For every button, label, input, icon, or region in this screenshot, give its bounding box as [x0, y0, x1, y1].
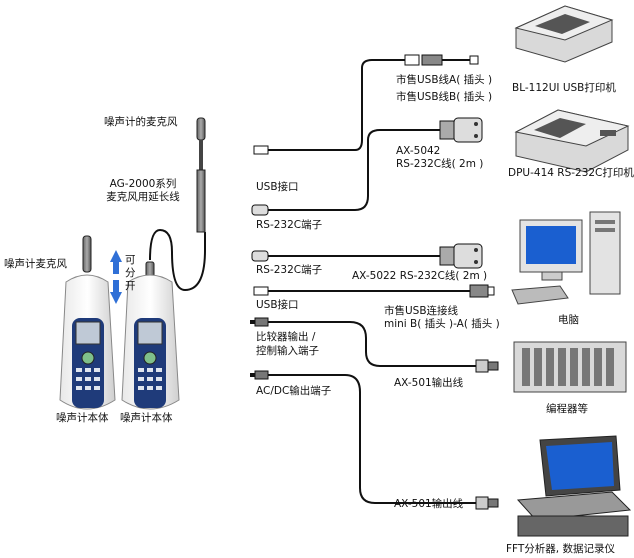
label-port-comp-2: 控制输入端子: [256, 345, 319, 357]
usb-plug-icon: [469, 284, 495, 298]
sound-level-meter-left: [59, 235, 116, 410]
dsub-connector-icon: [439, 117, 483, 143]
label-dev-plc: 编程器等: [546, 403, 588, 415]
label-cable-usb-conn-1: 市售USB连接线: [384, 305, 459, 317]
label-dev-fft: FFT分析器, 数据记录仪: [506, 543, 615, 555]
label-cable-usb-a: 市售USB线A( 插头 ): [396, 74, 493, 86]
bnc-plug-icon: [475, 359, 499, 373]
label-detach-2: 分: [125, 267, 136, 279]
label-ext-cable-2: 麦克风用延长线: [106, 191, 180, 203]
label-port-acdc: AC/DC输出端子: [256, 385, 332, 397]
rs232-printer-device: [514, 109, 630, 173]
label-ext-cable-1: AG-2000系列: [109, 178, 177, 190]
label-body-right: 噪声计本体: [120, 412, 173, 424]
usb-plug-icon: [253, 145, 269, 155]
label-dev-printer-usb: BL-112UI USB打印机: [512, 82, 616, 94]
usb-printer-device: [514, 5, 614, 63]
label-body-left: 噪声计本体: [56, 412, 109, 424]
plc-device: [513, 341, 627, 393]
label-port-comp-1: 比较器输出 /: [256, 331, 316, 343]
raised-microphone: [196, 117, 206, 233]
usb-plug-icon: [253, 286, 269, 296]
up-arrow-icon: [110, 250, 122, 274]
connector-group: [250, 54, 499, 510]
cable-rs232-top: [268, 129, 440, 211]
cables: [149, 59, 476, 504]
label-cable-ax5042-2: RS-232C线( 2m ): [396, 158, 484, 170]
cable-mic-extension: [149, 228, 206, 292]
cable-comparator: [268, 321, 476, 367]
label-port-rs232-top: RS-232C端子: [256, 219, 323, 231]
label-detach-3: 开: [125, 280, 136, 292]
label-dev-printer-rs232: DPU-414 RS-232C打印机: [508, 167, 634, 179]
label-port-rs232-mid: RS-232C端子: [256, 264, 323, 276]
usb-ab-plug-icon: [404, 54, 479, 66]
audio-jack-icon: [250, 317, 269, 327]
down-arrow-icon: [110, 280, 122, 304]
label-detach-1: 可: [125, 254, 136, 266]
label-cable-ax5022: AX-5022 RS-232C线( 2m ): [352, 270, 488, 282]
label-cable-usb-conn-2: mini B( 插头 )-A( 插头 ): [384, 318, 500, 330]
label-cable-usb-b: 市售USB线B( 插头 ): [396, 91, 493, 103]
dsub-connector-icon: [439, 243, 483, 269]
label-mic-on-body: 噪声计麦克风: [4, 258, 67, 270]
fft-analyzer-device: [516, 435, 632, 537]
cable-acdc: [268, 374, 476, 504]
cable-usb-top: [268, 59, 408, 151]
audio-jack-icon: [250, 370, 269, 380]
label-port-usb-top: USB接口: [256, 181, 299, 193]
label-cable-ax501-b: AX-501输出线: [394, 498, 464, 510]
bnc-plug-icon: [475, 496, 499, 510]
label-dev-pc: 电脑: [558, 314, 579, 326]
label-cable-ax5042-1: AX-5042: [396, 145, 441, 157]
round-plug-icon: [251, 250, 269, 262]
sound-level-meter-right: [121, 261, 180, 410]
label-cable-ax501-a: AX-501输出线: [394, 377, 464, 389]
round-plug-icon: [251, 204, 269, 216]
label-mic-raised: 噪声计的麦克风: [104, 116, 178, 128]
label-port-usb-mid: USB接口: [256, 299, 299, 311]
computer-device: [511, 211, 621, 305]
